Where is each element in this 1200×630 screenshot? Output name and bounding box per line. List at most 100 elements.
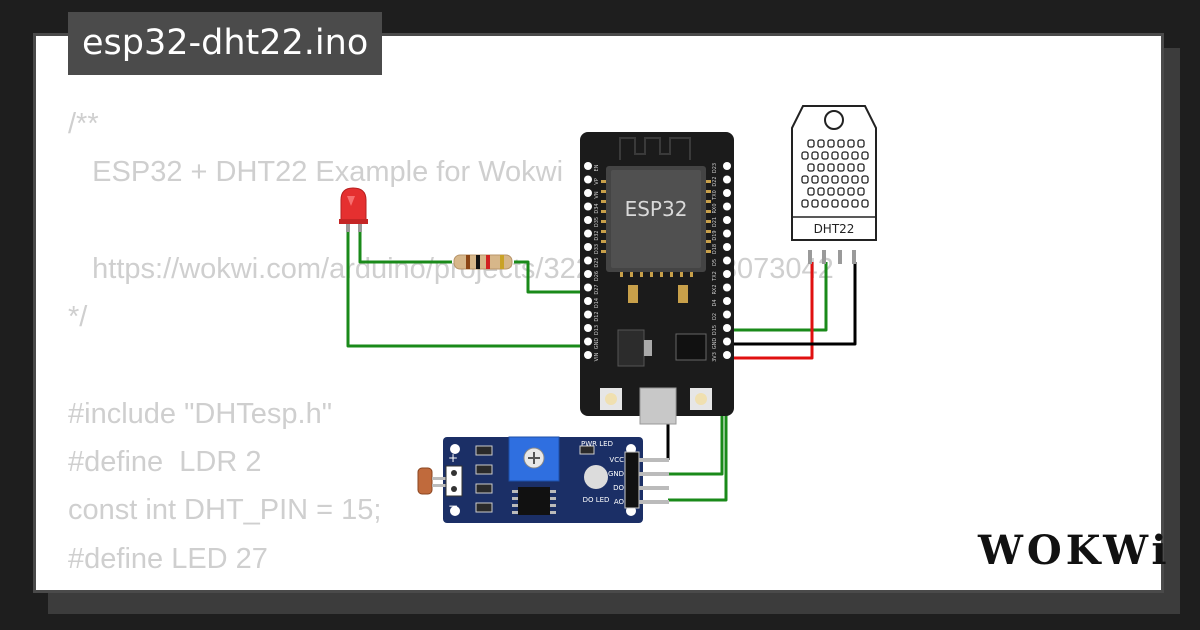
wire-dht-vcc [727, 262, 814, 360]
esp32-pin-label: D18 [712, 244, 718, 254]
esp32-pin-d27[interactable] [584, 283, 592, 292]
esp32-chip-label: ESP32 [625, 197, 688, 221]
esp32-pin-d14[interactable] [584, 297, 592, 305]
esp32-pin-label: D12 [594, 311, 600, 321]
dht22-vent [857, 187, 865, 196]
esp32-pin-d22[interactable] [723, 175, 731, 184]
esp32-pin-d13[interactable] [584, 324, 592, 332]
esp32-pin-3v3[interactable] [723, 351, 731, 359]
dht22-vent [801, 199, 809, 208]
dht22-vent [861, 175, 869, 184]
dht22-vent [817, 163, 825, 172]
esp32-pin-vn[interactable] [584, 189, 592, 197]
esp32-pin-vin[interactable] [584, 351, 592, 359]
do-led-label: DO LED [583, 496, 610, 504]
esp32-pin-d32[interactable] [584, 229, 592, 238]
code-line: #define LDR 2 [68, 446, 262, 479]
ldr-minus-label: − [448, 499, 458, 513]
esp32-pin-d5[interactable] [723, 256, 731, 265]
esp32-pins: ENVPVND34D35D32D33D25D26D27D14D12D13GNDV… [584, 162, 731, 362]
dht22-vent [807, 139, 815, 148]
esp32-pin-d12[interactable] [584, 310, 592, 319]
esp32-pin-d25[interactable] [584, 256, 592, 265]
dht22-sensor[interactable]: DHT22 [791, 105, 877, 264]
ldr-pin-ao: AO [614, 498, 625, 506]
esp32-pin-label: 3V3 [712, 352, 718, 362]
ldr-pin-vcc: VCC [609, 456, 624, 464]
dht22-vent [827, 139, 835, 148]
esp32-pin-label: D34 [594, 203, 600, 213]
code-line: #include "DHTesp.h" [68, 397, 333, 430]
esp32-pin-rx2[interactable] [723, 283, 731, 292]
dht22-vent [841, 151, 849, 160]
esp32-pin-d19[interactable] [723, 229, 731, 238]
esp32-pin-gnd[interactable] [723, 337, 731, 346]
esp32-pin-vp[interactable] [584, 175, 592, 184]
code-line: ESP32 + DHT22 Example for Wokwi [68, 156, 564, 189]
esp32-pin-tx2[interactable] [723, 270, 731, 278]
dht22-vent [861, 199, 869, 208]
esp32-pin-label: D35 [594, 217, 600, 227]
dht22-label: DHT22 [814, 222, 855, 236]
dht22-vent [821, 151, 829, 160]
dht22-vent [811, 151, 819, 160]
dht22-vent [851, 151, 859, 160]
esp32-pin-gnd[interactable] [584, 337, 592, 346]
dht22-vent [851, 199, 859, 208]
esp32-pin-label: D13 [594, 325, 600, 335]
dht22-vent [837, 187, 845, 196]
esp32-pin-tx0[interactable] [723, 189, 731, 197]
esp32-pin-d21[interactable] [723, 216, 731, 224]
wire-led-gnd [346, 232, 588, 348]
dht22-vent [821, 175, 829, 184]
esp32-pin-d15[interactable] [723, 324, 731, 332]
esp32-pin-d33[interactable] [584, 243, 592, 251]
dht22-vent [817, 139, 825, 148]
dht22-vent [841, 175, 849, 184]
dht22-vent [807, 163, 815, 172]
esp32-pin-d35[interactable] [584, 216, 592, 224]
esp32-pin-label: VN [594, 191, 600, 198]
esp32-pin-label: D14 [594, 298, 600, 308]
code-line: /** [68, 108, 99, 140]
esp32-pin-d26[interactable] [584, 270, 592, 278]
dht22-vent [847, 139, 855, 148]
esp32-pin-d2[interactable] [723, 310, 731, 319]
dht22-vent [831, 175, 839, 184]
esp32-pin-label: D5 [712, 259, 718, 266]
dht22-grille [801, 139, 869, 208]
esp32-pin-label: VP [594, 178, 600, 184]
esp32-pin-d18[interactable] [723, 243, 731, 251]
ldr-plus-label: + [448, 451, 458, 465]
esp32-pin-d4[interactable] [723, 297, 731, 305]
dht22-vent [851, 175, 859, 184]
dht22-vent [847, 187, 855, 196]
dht22-vent [847, 163, 855, 172]
esp32-pin-rx0[interactable] [723, 202, 731, 211]
esp32-board[interactable]: ESP32 [580, 132, 734, 425]
ldr-module[interactable]: + − PWR LED DO LED [417, 436, 669, 523]
dht22-vent [801, 175, 809, 184]
esp32-pin-label: D15 [712, 325, 718, 335]
esp32-pin-en[interactable] [584, 162, 592, 170]
ldr-pin-gnd: GND [608, 470, 624, 478]
dht22-vent [837, 163, 845, 172]
esp32-pin-label: D25 [594, 257, 600, 267]
esp32-pin-label: TX0 [712, 190, 718, 201]
red-led[interactable] [339, 187, 368, 232]
wokwi-logo: WOKWi [978, 527, 1171, 574]
wire-dht-data [727, 262, 828, 332]
dht22-vent [801, 151, 809, 160]
dht22-vent [811, 175, 819, 184]
resistor[interactable] [453, 254, 513, 270]
wire-resistor-d27 [514, 260, 588, 294]
code-line: #define LED 27 [68, 542, 268, 575]
esp32-pin-label: D33 [594, 244, 600, 254]
esp32-pin-d23[interactable] [723, 162, 731, 170]
esp32-pin-label: D23 [712, 163, 718, 173]
esp32-pin-d34[interactable] [584, 202, 592, 211]
dht22-vent [827, 187, 835, 196]
dht22-vent [831, 199, 839, 208]
esp32-pin-label: D21 [712, 217, 718, 227]
